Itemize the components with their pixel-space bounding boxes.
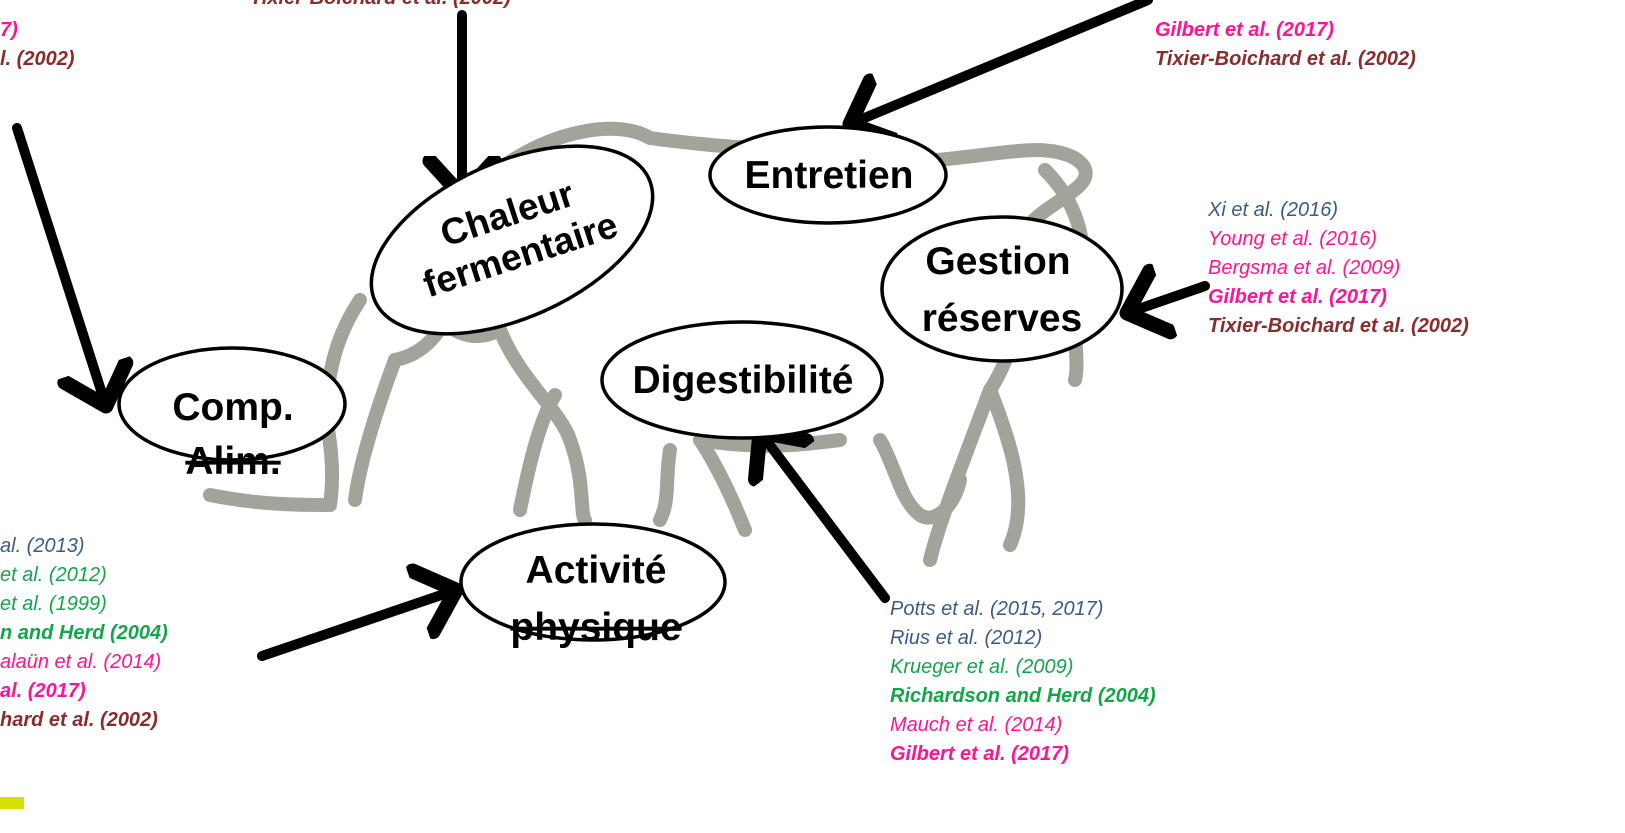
label-entretien: Entretien <box>744 154 913 197</box>
citation: n and Herd (2004) <box>0 619 168 648</box>
citation: Bergsma et al. (2009) <box>1208 254 1469 283</box>
citation: et al. (1999) <box>0 590 168 619</box>
citations-top-left: 7) l. (2002) <box>0 16 74 74</box>
arrow-to-activite <box>262 590 456 656</box>
citation: et al. (2012) <box>0 561 168 590</box>
arrow-to-gestion <box>1127 286 1205 313</box>
citation: Tixier-Boichard et al. (2002) <box>1155 45 1416 74</box>
citations-activite: al. (2013) et al. (2012) et al. (1999) n… <box>0 532 168 735</box>
citation: Young et al. (2016) <box>1208 225 1469 254</box>
citations-digestibilite: Potts et al. (2015, 2017) Rius et al. (2… <box>890 595 1156 769</box>
label-activite-line2: physique <box>510 606 681 649</box>
citation: alaün et al. (2014) <box>0 648 168 677</box>
arrow-to-entretien <box>850 0 1148 124</box>
citations-top-center: Tixier-Boichard et al. (2002) <box>250 0 511 13</box>
citation: l. (2002) <box>0 45 74 74</box>
label-activite-line1: Activité <box>526 549 667 592</box>
arrow-to-comp <box>17 128 106 406</box>
citations-top-right: Gilbert et al. (2017) Tixier-Boichard et… <box>1155 16 1416 74</box>
citation: 7) <box>0 16 74 45</box>
citation: Tixier-Boichard et al. (2002) <box>1208 312 1469 341</box>
citation: Mauch et al. (2014) <box>890 711 1156 740</box>
label-comp-line1: Comp. <box>172 386 293 429</box>
citation: Krueger et al. (2009) <box>890 653 1156 682</box>
citation: Xi et al. (2016) <box>1208 196 1469 225</box>
arrow-to-digestibilite <box>760 432 885 598</box>
citation: hard et al. (2002) <box>0 706 168 735</box>
citation: Gilbert et al. (2017) <box>1155 16 1416 45</box>
citation: Potts et al. (2015, 2017) <box>890 595 1156 624</box>
label-digestibilite: Digestibilité <box>632 359 853 402</box>
label-gestion-line1: Gestion <box>925 240 1070 283</box>
citation: al. (2013) <box>0 532 168 561</box>
citation: al. (2017) <box>0 677 168 706</box>
label-gestion-line2: réserves <box>922 297 1083 340</box>
label-comp-line2: Alim. <box>185 440 280 483</box>
citation: Tixier-Boichard et al. (2002) <box>250 0 511 13</box>
citation: Rius et al. (2012) <box>890 624 1156 653</box>
highlight-marker <box>0 797 24 809</box>
citation: Richardson and Herd (2004) <box>890 682 1156 711</box>
citation: Gilbert et al. (2017) <box>890 740 1156 769</box>
citation: Gilbert et al. (2017) <box>1208 283 1469 312</box>
citations-gestion: Xi et al. (2016) Young et al. (2016) Ber… <box>1208 196 1469 341</box>
